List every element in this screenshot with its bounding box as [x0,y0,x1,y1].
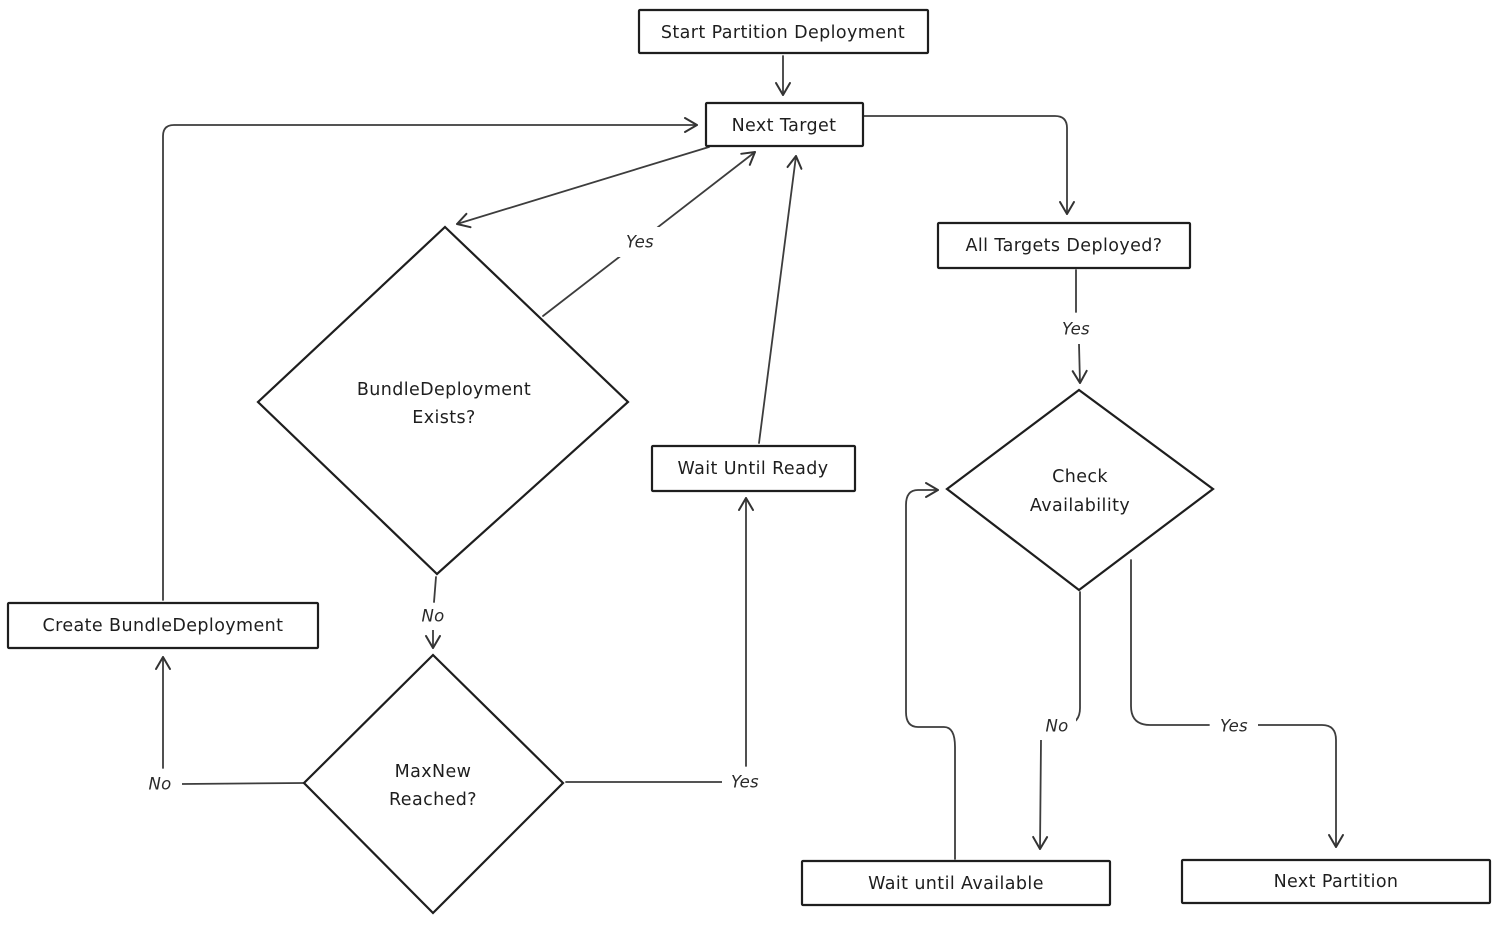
edge-next-target-to-bundle [456,146,710,229]
node-next-partition: Next Partition [1180,858,1492,905]
edge-label-bg [1052,314,1100,344]
node-next-target-label: Next Target [732,116,837,136]
edge-label-maxnew-no: No [148,775,171,794]
node-maxnew-label-line2: Reached? [389,790,477,810]
node-wait-ready-label: Wait Until Ready [678,459,829,479]
edge-label-bg [722,767,770,797]
node-next-partition-label: Next Partition [1274,872,1399,892]
node-maxnew-reached: MaxNew Reached? [302,653,565,915]
node-all-targets-box [936,221,1192,270]
edge-check-yes-line-left [1130,559,1210,726]
node-all-targets-label: All Targets Deployed? [966,236,1163,256]
node-create-bundle-box [6,601,320,650]
edge-label-check-yes: Yes [1220,717,1248,736]
edge-label-bg [1038,711,1076,740]
node-start-box [637,8,930,55]
edge-label-all-targets-yes: Yes [1062,320,1090,339]
edge-create-to-next-target [162,117,698,601]
edge-label-bg [138,769,182,799]
node-layer: Start Partition Deployment Next Target A… [6,8,1492,915]
node-create-bundle-label: Create BundleDeployment [43,616,284,636]
node-start-partition-deployment: Start Partition Deployment [637,8,930,55]
edge-check-no-line-top [1065,591,1081,726]
edge-wait-avail-to-check [905,482,956,860]
node-all-targets-deployed: All Targets Deployed? [936,221,1192,270]
node-wait-until-available: Wait until Available [800,859,1112,907]
edge-all-targets-yes-line-bottom [1071,343,1088,384]
edge-wait-ready-to-next-target [758,155,803,444]
node-check-availability-diamond [945,388,1215,592]
edge-next-target-to-all-targets [863,115,1075,215]
node-wait-ready-box [650,444,857,493]
edge-maxnew-no-line-horizontal [181,782,305,785]
edge-check-yes-line-right [1257,724,1344,848]
node-bundle-exists-diamond [256,225,630,576]
edge-label-bg [614,227,666,257]
node-bundle-exists-label-line2: Exists? [412,408,475,428]
node-next-target: Next Target [704,101,865,148]
node-wait-available-box [800,859,1112,907]
node-bundle-exists-label-line1: BundleDeployment [357,380,531,400]
edge-label-layer: Yes No No Yes Yes No Yes [138,227,1258,799]
node-next-partition-box [1180,858,1492,905]
node-next-target-box [704,101,865,148]
edge-label-bg [1210,711,1258,740]
edge-label-bundle-no: No [421,607,444,626]
node-maxnew-diamond [302,653,565,915]
edge-bundle-no-line-top [433,576,437,603]
node-bundle-deployment-exists: BundleDeployment Exists? [256,225,630,576]
node-start-label: Start Partition Deployment [661,23,905,43]
edge-label-maxnew-yes: Yes [731,773,759,792]
node-wait-available-label: Wait until Available [868,874,1044,894]
node-check-availability-label-line2: Availability [1030,496,1130,516]
node-check-availability: Check Availability [945,388,1215,592]
edge-check-no-line-bottom [1032,739,1049,850]
edge-label-bg [412,603,454,630]
node-wait-until-ready: Wait Until Ready [650,444,857,493]
edge-label-check-no: No [1045,717,1068,736]
node-check-availability-label-line1: Check [1052,467,1108,487]
node-maxnew-label-line1: MaxNew [395,762,472,782]
node-create-bundle-deployment: Create BundleDeployment [6,601,320,650]
edge-label-bundle-yes: Yes [626,233,654,252]
